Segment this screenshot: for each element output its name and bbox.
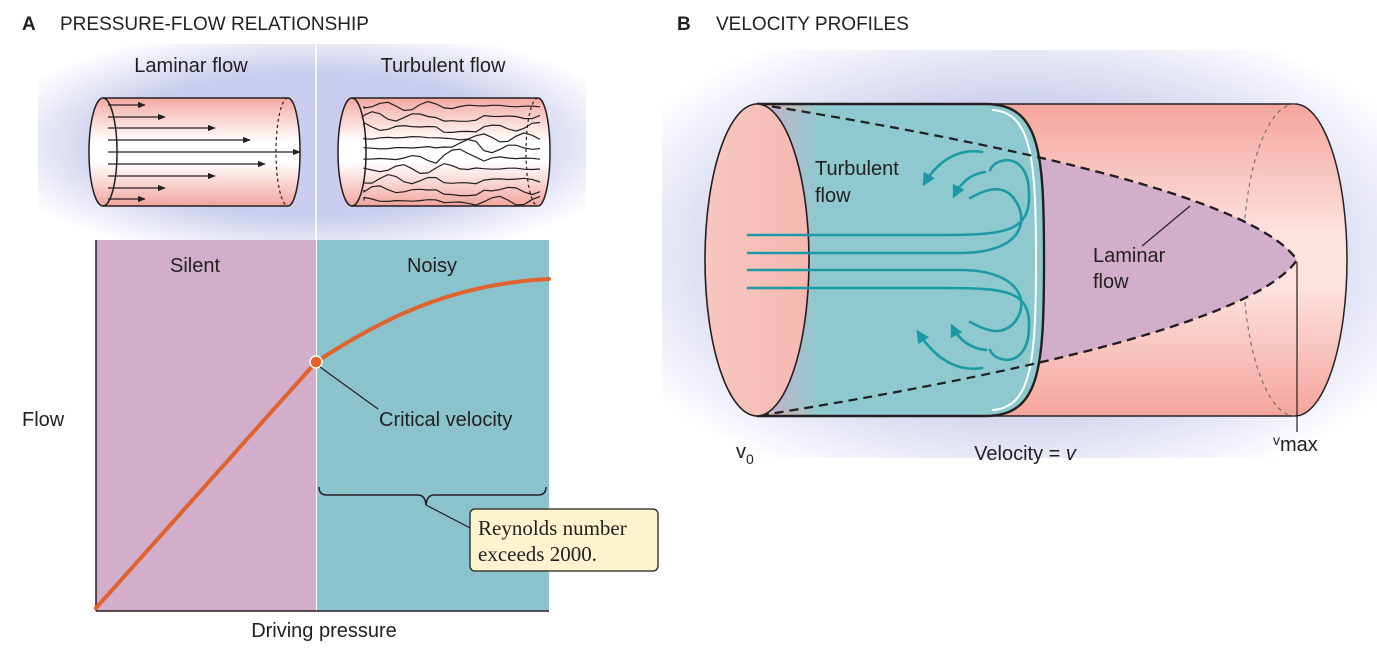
critical-velocity-leader — [319, 366, 379, 410]
laminar-tube-label: Laminar flow — [134, 55, 248, 77]
laminar-flow-label-2: flow — [1093, 271, 1129, 293]
panel-b-title: VELOCITY PROFILES — [716, 14, 909, 35]
turbulent-tube — [337, 97, 551, 207]
laminar-tube — [88, 97, 301, 207]
turbulent-profile-edge — [757, 102, 1046, 418]
turbulent-streamline — [363, 132, 541, 143]
velocity-label: Velocity = v — [974, 443, 1077, 465]
turbulent-profile-highlight — [991, 109, 1038, 411]
silent-label: Silent — [170, 255, 220, 277]
callout-line-2: exceeds 2000. — [478, 542, 597, 566]
critical-velocity-label: Critical velocity — [379, 409, 512, 431]
turbulent-streamline — [363, 121, 541, 134]
turbulent-flow-label-2: flow — [815, 185, 851, 207]
reynolds-callout-box — [469, 508, 659, 572]
critical-velocity-point — [309, 355, 323, 369]
panel-a-title: PRESSURE-FLOW RELATIONSHIP — [60, 14, 369, 35]
flow-axis-label: Flow — [22, 409, 65, 431]
turbulent-streamlines — [746, 149, 1031, 371]
vessel-front-cap — [704, 103, 810, 417]
panel-a: A PRESSURE-FLOW RELATIONSHIP Laminar flo… — [22, 14, 659, 642]
panel-b: B VELOCITY PROFILES Turbulent — [662, 14, 1377, 467]
callout-leader — [425, 504, 475, 531]
turbulent-streamline — [363, 195, 541, 206]
turbulent-streamline — [363, 148, 541, 164]
laminar-flow-arrows — [108, 101, 301, 203]
panel-b-letter: B — [677, 14, 691, 35]
turbulent-streamline — [363, 111, 541, 122]
laminar-edge-overlay — [756, 102, 1299, 418]
turbulent-streamline — [363, 138, 541, 154]
laminar-label-leader — [1141, 205, 1191, 247]
turbulent-streamline — [363, 162, 541, 175]
panel-a-letter: A — [22, 14, 36, 35]
v0-label: v0 — [736, 441, 754, 467]
vmax-label: vmax — [1273, 432, 1318, 456]
laminar-flow-label-1: Laminar — [1093, 245, 1166, 267]
turbulent-profile — [757, 104, 1044, 416]
turbulent-flow-label-1: Turbulent — [815, 158, 899, 180]
callout-line-1: Reynolds number — [478, 516, 627, 540]
silent-region — [96, 240, 316, 611]
flow-curve — [94, 277, 551, 610]
driving-pressure-label: Driving pressure — [251, 620, 397, 642]
turbulent-tube-label: Turbulent flow — [381, 55, 506, 77]
turbulent-streamline — [363, 173, 541, 185]
turbulent-streamline — [363, 100, 541, 112]
turbulent-flow-lines — [363, 100, 541, 206]
turbulent-streamline — [363, 185, 541, 197]
noisy-label: Noisy — [407, 255, 457, 277]
